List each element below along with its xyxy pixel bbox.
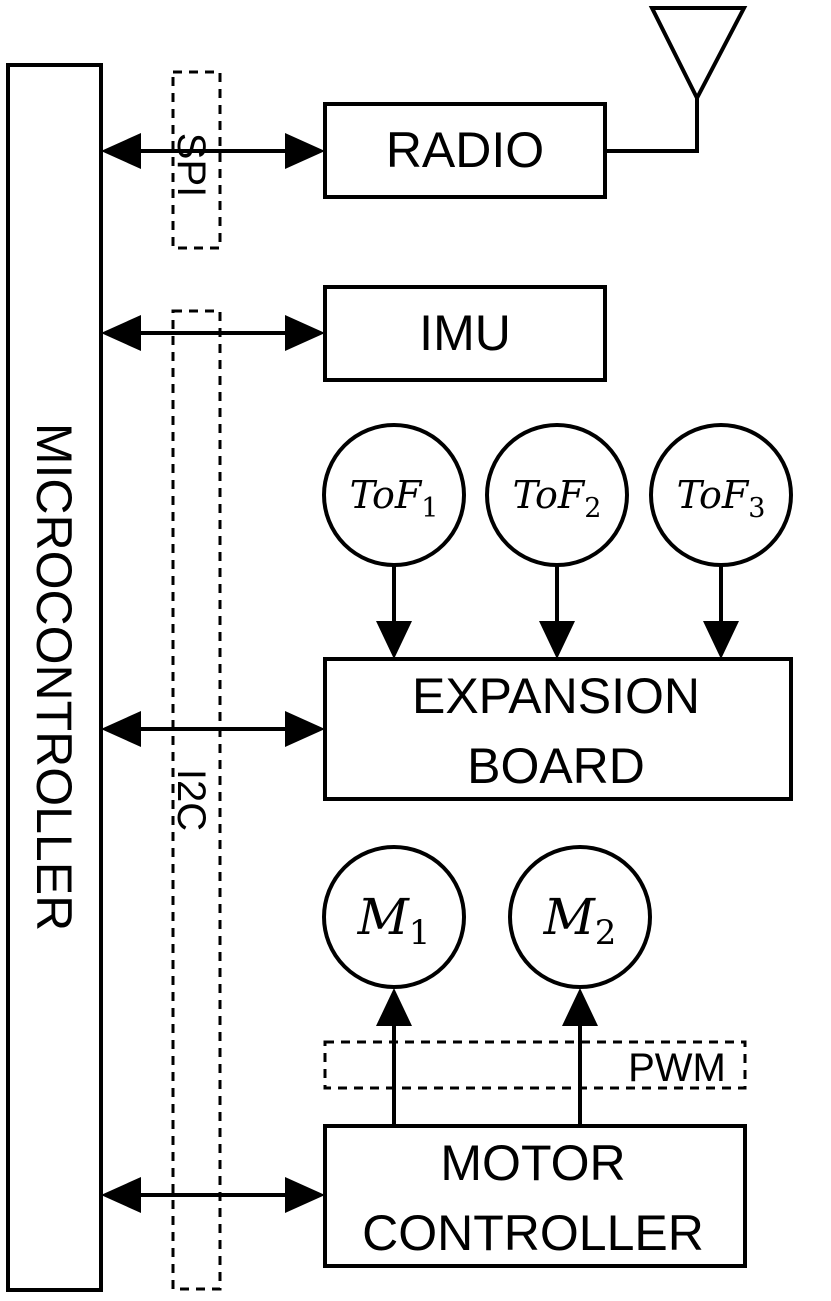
tof-2-to-expansion-arrow — [539, 565, 575, 659]
motor-controller-i2c-connection — [101, 1177, 325, 1213]
motor-controller-block — [323, 1124, 747, 1268]
microcontroller-block — [6, 63, 103, 1292]
tof-1-to-expansion-arrow — [376, 565, 412, 659]
antenna-icon — [648, 6, 748, 103]
motor-1-label: M1 — [357, 888, 431, 953]
tof-sensor-3-label: ToF3 — [677, 473, 766, 524]
antenna-feed-line — [605, 98, 699, 153]
spi-bus-region — [171, 70, 222, 250]
imu-i2c-connection — [101, 315, 325, 351]
expansion-board-block — [323, 657, 793, 801]
spi-bus-label: SPI — [169, 133, 213, 197]
pwm-bus-region — [323, 1040, 747, 1090]
expansion-board-label-line2: BOARD — [467, 738, 645, 794]
radio-spi-connection — [101, 133, 325, 169]
motor-controller-label-line1: MOTOR — [440, 1135, 625, 1191]
tof-3-to-expansion-arrow — [703, 565, 739, 659]
tof-sensor-2-label: ToF2 — [513, 473, 602, 524]
expansion-i2c-connection — [101, 711, 325, 747]
radio-label: RADIO — [386, 122, 544, 178]
pwm-to-motor-2-arrow — [562, 988, 598, 1126]
motor-2 — [508, 845, 652, 989]
motor-controller-label-line2: CONTROLLER — [362, 1205, 704, 1261]
motor-2-label: M2 — [543, 888, 617, 953]
expansion-board-label-line1: EXPANSION — [412, 668, 700, 724]
i2c-bus-label: I2C — [169, 769, 213, 831]
imu-label: IMU — [419, 305, 511, 361]
microcontroller-label: MICROCONTROLLER — [26, 423, 82, 931]
pwm-to-motor-1-arrow — [376, 988, 412, 1126]
tof-sensor-1-label: ToF1 — [350, 473, 439, 524]
i2c-bus-region — [171, 309, 222, 1291]
imu-block — [323, 285, 607, 382]
pwm-bus-label: PWM — [628, 1046, 726, 1090]
motor-1 — [322, 845, 466, 989]
